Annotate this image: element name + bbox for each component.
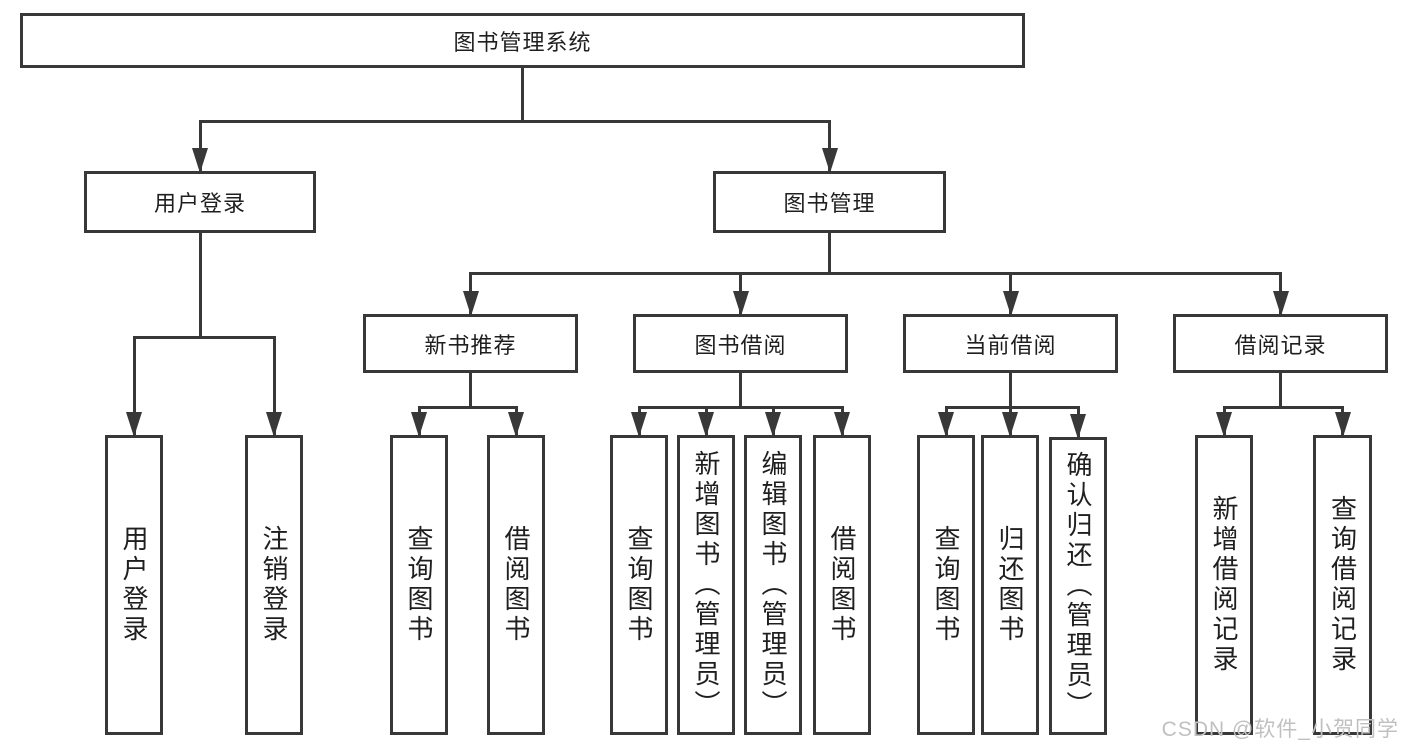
node-label-v-query-book-2: 查询图书 — [624, 525, 654, 645]
connector-bar-root — [198, 120, 831, 123]
node-v-query-book-1: 查询图书 — [390, 435, 448, 735]
node-label-new-book-rec: 新书推荐 — [424, 332, 517, 358]
node-v-query-record: 查询借阅记录 — [1313, 435, 1372, 735]
node-book-borrow: 图书借阅 — [633, 314, 848, 373]
node-borrow-record: 借阅记录 — [1173, 314, 1388, 373]
arrow-down-icon-v-borrow-book-1 — [508, 412, 524, 437]
node-current-borrow: 当前借阅 — [903, 314, 1118, 373]
arrow-down-icon-v-edit-book — [765, 412, 781, 437]
node-label-v-return-book: 归还图书 — [995, 525, 1025, 645]
arrow-down-icon-v-query-book-1 — [411, 412, 427, 437]
node-label-root: 图书管理系统 — [453, 29, 592, 55]
node-label-v-confirm-return: 确认归还（管理员） — [1063, 451, 1093, 721]
node-label-v-add-book: 新增图书（管理员） — [691, 450, 721, 720]
node-label-book-borrow: 图书借阅 — [694, 332, 787, 358]
arrow-down-icon-v-confirm-return — [1070, 414, 1086, 439]
arrow-down-icon-v-add-record — [1216, 412, 1232, 437]
node-book-mgmt: 图书管理 — [713, 171, 946, 233]
node-v-add-book: 新增图书（管理员） — [677, 435, 735, 735]
node-v-confirm-return: 确认归还（管理员） — [1049, 437, 1107, 735]
node-v-logout: 注销登录 — [245, 435, 303, 735]
arrow-down-icon-v-user-login — [126, 412, 142, 437]
arrow-down-icon-user-login — [192, 148, 208, 173]
node-label-v-query-book-1: 查询图书 — [404, 525, 434, 645]
connector-trunk-book-mgmt — [828, 233, 831, 275]
connector-bar-current-borrow — [944, 406, 1080, 409]
node-label-v-borrow-book-1: 借阅图书 — [501, 525, 531, 645]
node-label-book-mgmt: 图书管理 — [783, 191, 876, 216]
connector-stem-v-user-login — [132, 336, 136, 435]
arrow-down-icon-v-borrow-book-2 — [834, 412, 850, 437]
node-v-user-login: 用户登录 — [105, 435, 163, 735]
connector-stem-v-logout — [272, 336, 276, 435]
arrow-down-icon-book-borrow — [732, 291, 749, 316]
arrow-down-icon-new-book-rec — [462, 291, 479, 316]
node-label-user-login: 用户登录 — [153, 191, 246, 216]
node-v-edit-book: 编辑图书（管理员） — [744, 435, 802, 735]
arrow-down-icon-v-logout — [266, 412, 282, 437]
node-label-v-query-book-3: 查询图书 — [931, 525, 961, 645]
node-label-v-add-record: 新增借阅记录 — [1209, 495, 1239, 675]
node-label-v-edit-book: 编辑图书（管理员） — [758, 450, 788, 720]
node-v-query-book-2: 查询图书 — [610, 435, 668, 735]
watermark: CSDN @软件_小贺同学 — [1161, 718, 1399, 741]
connector-bar-new-book-rec — [417, 406, 518, 409]
arrow-down-icon-v-query-book-2 — [631, 412, 647, 437]
node-label-v-logout: 注销登录 — [259, 525, 289, 645]
connector-bar-book-mgmt — [469, 272, 1282, 275]
node-label-current-borrow: 当前借阅 — [964, 332, 1057, 358]
node-label-borrow-record: 借阅记录 — [1234, 332, 1327, 358]
connector-bar-user-login — [132, 336, 276, 339]
connector-trunk-borrow-record — [1279, 373, 1282, 409]
connector-bar-book-borrow — [637, 406, 844, 409]
node-user-login: 用户登录 — [84, 171, 316, 233]
node-v-borrow-book-2: 借阅图书 — [813, 435, 871, 735]
arrow-down-icon-borrow-record — [1272, 291, 1289, 316]
arrow-down-icon-current-borrow — [1002, 291, 1019, 316]
arrow-down-icon-book-mgmt — [821, 148, 838, 173]
node-new-book-rec: 新书推荐 — [363, 314, 578, 373]
node-v-return-book: 归还图书 — [981, 435, 1039, 735]
node-v-borrow-book-1: 借阅图书 — [487, 435, 545, 735]
connector-trunk-book-borrow — [739, 373, 742, 409]
arrow-down-icon-v-query-book-3 — [938, 412, 954, 437]
node-label-v-borrow-book-2: 借阅图书 — [827, 525, 857, 645]
node-v-query-book-3: 查询图书 — [917, 435, 975, 735]
connector-trunk-current-borrow — [1009, 373, 1012, 409]
node-label-v-query-record: 查询借阅记录 — [1327, 495, 1358, 675]
connector-trunk-new-book-rec — [469, 373, 472, 409]
connector-stem-book-mgmt — [828, 120, 831, 171]
arrow-down-icon-v-return-book — [1002, 412, 1018, 437]
connector-stem-user-login — [198, 120, 202, 171]
connector-bar-borrow-record — [1222, 406, 1344, 409]
connector-trunk-user-login — [198, 233, 202, 339]
node-label-v-user-login: 用户登录 — [119, 525, 149, 645]
node-root: 图书管理系统 — [20, 13, 1025, 68]
node-v-add-record: 新增借阅记录 — [1195, 435, 1253, 735]
connector-trunk-root — [521, 68, 524, 123]
arrow-down-icon-v-query-record — [1334, 412, 1351, 437]
arrow-down-icon-v-add-book — [698, 412, 714, 437]
